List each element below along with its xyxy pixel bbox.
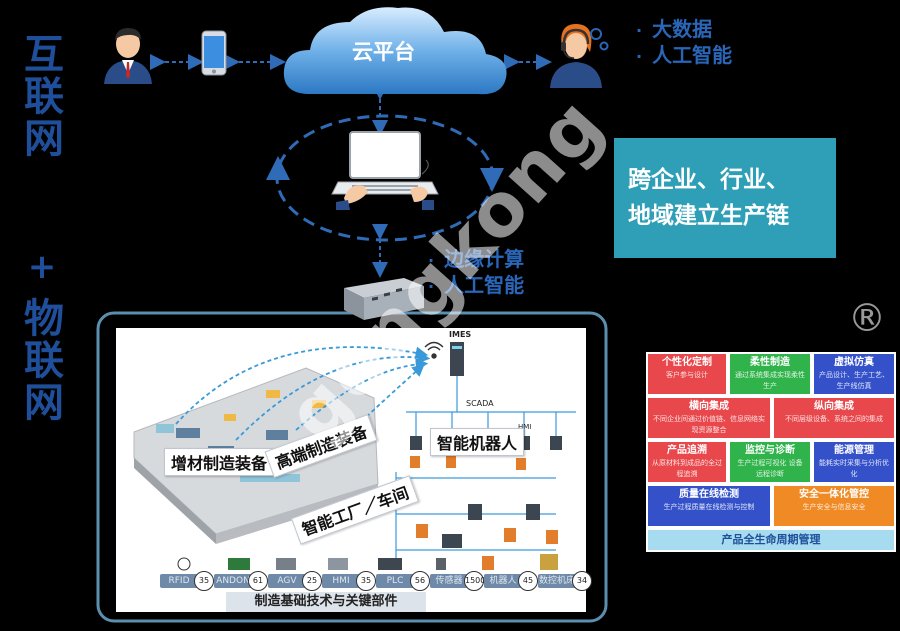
cell-title: 虚拟仿真 [834, 357, 874, 368]
cell-title: 个性化定制 [662, 357, 712, 368]
iot-vertical-label: 物 联 网 [22, 298, 66, 424]
edge-bullet-computing: · 边缘计算 [428, 246, 524, 274]
component-name: PLC [386, 576, 404, 586]
component-name: 数控机床 [538, 576, 575, 586]
component-count: 45 [518, 571, 538, 591]
cell-quality-inspection: 质量在线检测生产过程质量在线检测与控制 [648, 486, 770, 526]
hmi-label: HMI [518, 423, 532, 431]
char: 网 [24, 380, 64, 426]
laptop-icon [331, 131, 439, 210]
cell-title: 质量在线检测 [679, 489, 739, 500]
bullet-text: 边缘计算 [444, 247, 525, 271]
bullet-text: 人工智能 [652, 43, 733, 67]
cell-desc: 不同层级设备、系统之间的集成 [785, 415, 883, 423]
internet-vertical-label: 互 联 网 [22, 34, 66, 160]
cell-monitoring-diagnosis: 监控与诊断生产过程可视化 设备远程诊断 [730, 442, 810, 482]
cell-energy-management: 能源管理能耗实时采集与分析优化 [814, 442, 894, 482]
cell-desc: 产品设计、生产工艺、生产线仿真 [819, 371, 889, 390]
cell-title: 能源管理 [834, 445, 874, 456]
cloud-platform-label: 云平台 [352, 40, 415, 64]
component-count: 35 [356, 571, 376, 591]
bullet-dot: · [636, 47, 643, 66]
cross-industry-line-2: 地域建立生产链 [628, 203, 789, 229]
component-hmi: HMI 35 [322, 571, 376, 591]
cell-personalized-custom: 个性化定制客户参与设计 [648, 354, 726, 394]
cell-title: 纵向集成 [814, 401, 854, 412]
cell-product-traceability: 产品追溯从原材料到成品的全过程追溯 [648, 442, 726, 482]
cell-title: 产品追溯 [667, 445, 707, 456]
wifi-icon [424, 341, 444, 359]
cell-desc: 生产安全与信息安全 [802, 503, 866, 511]
bullet-text: 人工智能 [444, 273, 525, 297]
component-name: ANDON [216, 576, 250, 586]
cross-industry-box: 跨企业、行业、 地域建立生产链 [614, 138, 836, 258]
component-count: 1500 [464, 571, 485, 591]
bullet-text: 大数据 [652, 17, 713, 41]
cell-desc: 生产过程质量在线检测与控制 [663, 503, 755, 511]
component-name: 机器人 [489, 576, 517, 586]
cell-horizontal-integration: 横向集成不同企业间通过价值链、信息网络实现资源整合 [648, 398, 770, 438]
cell-title: 横向集成 [689, 401, 729, 412]
lifecycle-panel: 个性化定制客户参与设计 柔性制造通过系统集成实现柔性生产 虚拟仿真产品设计、生产… [646, 352, 896, 552]
bullet-dot: · [428, 277, 435, 296]
cell-desc: 客户参与设计 [666, 371, 708, 379]
cross-industry-line-1: 跨企业、行业、 [628, 167, 789, 193]
base-technology-bar: 制造基础技术与关键部件 [226, 592, 426, 612]
component-count: 35 [194, 571, 214, 591]
cell-title: 柔性制造 [750, 357, 790, 368]
cell-desc: 能耗实时采集与分析优化 [819, 459, 889, 478]
cell-virtual-simulation: 虚拟仿真产品设计、生产工艺、生产线仿真 [814, 354, 894, 394]
additive-manufacturing-label: 增材制造装备 [164, 448, 275, 476]
top-bullet-big-data: · 大数据 [636, 16, 712, 44]
cell-desc: 通过系统集成实现柔性生产 [735, 371, 805, 390]
component-count: 56 [410, 571, 430, 591]
factory-scene: IMES SCADA HMI 增材制造装备 高端制造装备 智能机器人 智能工厂／… [116, 328, 592, 612]
cell-vertical-integration: 纵向集成不同层级设备、系统之间的集成 [774, 398, 894, 438]
char: 联 [24, 338, 64, 384]
support-agent-icon [550, 24, 609, 88]
char: 网 [24, 116, 64, 162]
component-count: 25 [302, 571, 322, 591]
char: 物 [24, 296, 64, 342]
bullet-dot: · [636, 21, 643, 40]
edge-bullet-ai: · 人工智能 [428, 272, 524, 300]
component-name: AGV [277, 576, 297, 586]
char: 互 [24, 32, 64, 78]
cell-desc: 从原材料到成品的全过程追溯 [652, 459, 722, 478]
plus-sign: + [27, 247, 57, 287]
businessman-icon [104, 28, 152, 84]
lifecycle-footer: 产品全生命周期管理 [648, 530, 894, 550]
component-plc: PLC 56 [376, 571, 430, 591]
watermark-registered: ® [848, 296, 886, 340]
top-bullet-ai: · 人工智能 [636, 42, 732, 70]
smartphone-icon [201, 30, 227, 76]
intelligent-robot-label: 智能机器人 [430, 428, 525, 456]
edge-server-icon [344, 278, 424, 320]
cell-desc: 不同企业间通过价值链、信息网络实现资源整合 [653, 415, 765, 434]
cloud-icon [283, 7, 507, 95]
cell-desc: 生产过程可视化 设备远程诊断 [737, 459, 803, 478]
component-count: 34 [572, 571, 592, 591]
char: 联 [24, 74, 64, 120]
cell-title: 监控与诊断 [745, 445, 795, 456]
cell-title: 安全一体化管控 [799, 489, 869, 500]
scada-label: SCADA [466, 399, 494, 408]
bullet-dot: · [428, 251, 435, 270]
component-name: HMI [332, 576, 350, 586]
cell-safety-integration: 安全一体化管控生产安全与信息安全 [774, 486, 894, 526]
component-name: RFID [168, 576, 190, 586]
component-agv: AGV 25 [268, 571, 322, 591]
imes-label: IMES [449, 330, 472, 339]
component-count: 61 [248, 571, 268, 591]
cell-flexible-manufacturing: 柔性制造通过系统集成实现柔性生产 [730, 354, 810, 394]
component-rfid: RFID 35 [160, 571, 214, 591]
component-name: 传感器 [435, 576, 463, 586]
